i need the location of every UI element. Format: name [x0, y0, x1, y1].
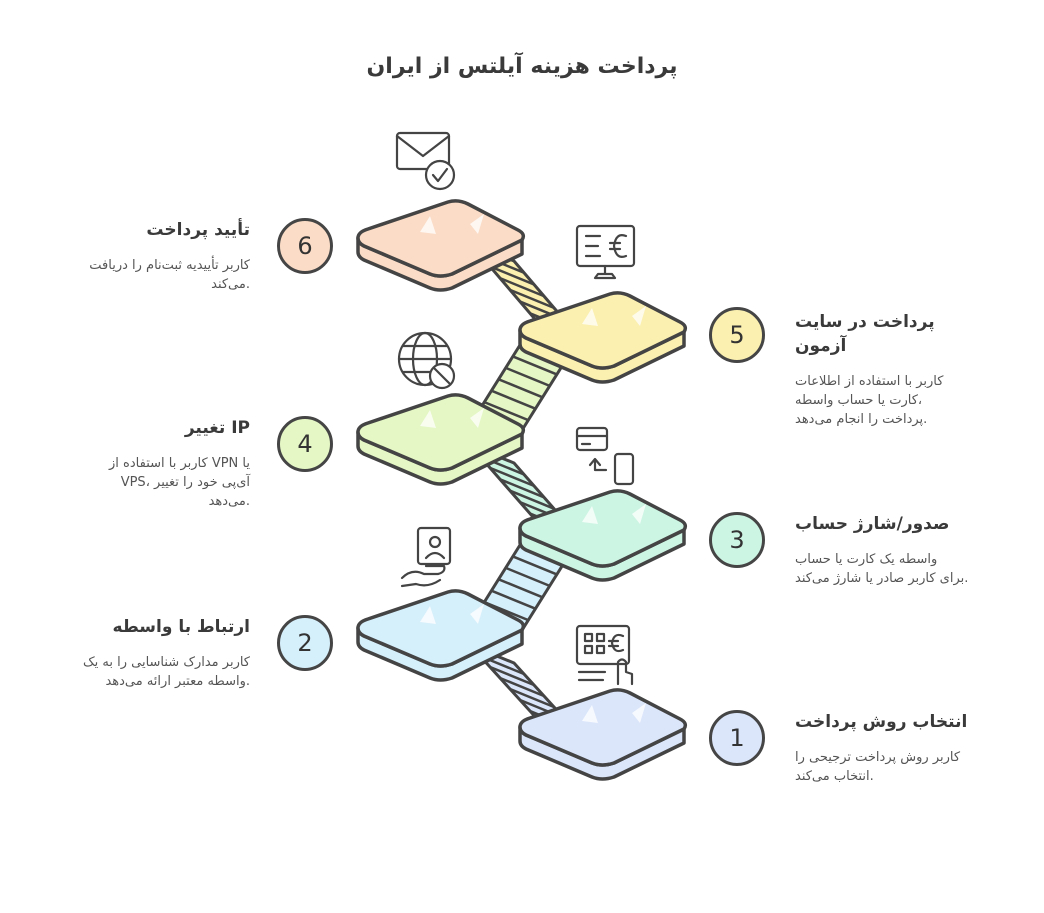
card-to-phone-icon	[575, 426, 635, 486]
step-2-desc: کاربر مدارک شناسایی را به یک .واسطه معتب…	[82, 655, 250, 689]
platform-3	[518, 489, 688, 582]
step-3-title: صدور/شارژ حساب	[795, 514, 950, 534]
euro-monitor-icon	[575, 224, 636, 280]
step-3-desc: واسطه یک کارت یا حساب .برای کاربر صادر ی…	[795, 552, 969, 586]
mail-check-icon	[395, 131, 456, 191]
step-5-badge: 5	[709, 307, 765, 363]
step-1-text: انتخاب روش پرداخت کاربر روش پرداخت ترجیح…	[795, 710, 985, 786]
platform-6	[356, 199, 526, 292]
icons-layer	[395, 131, 636, 686]
step-6-text: تأیید پرداخت کاربر تأییدیه ثبت‌نام را در…	[50, 218, 250, 294]
step-4-title: IP تغییر	[184, 418, 250, 438]
step-5-title: پرداخت در سایت آزمون	[795, 312, 935, 356]
step-3-badge: 3	[709, 512, 765, 568]
platforms-layer	[356, 199, 688, 781]
step-2-badge: 2	[277, 615, 333, 671]
step-5-desc: کاربر با استفاده از اطلاعات ،کارت یا حسا…	[795, 374, 944, 427]
step-4-text: IP تغییر یا VPN کاربر با استفاده از آی‌پ…	[50, 416, 250, 511]
step-2-text: ارتباط با واسطه کاربر مدارک شناسایی را ب…	[50, 615, 250, 691]
platform-1	[518, 688, 688, 781]
platform-2	[356, 589, 526, 682]
step-1-badge: 1	[709, 710, 765, 766]
step-6-title: تأیید پرداخت	[146, 220, 250, 240]
step-6-desc: کاربر تأییدیه ثبت‌نام را دریافت .می‌کند	[89, 258, 250, 292]
step-4-badge: 4	[277, 416, 333, 472]
platform-5	[518, 291, 688, 384]
id-card-hand-icon	[400, 526, 452, 588]
step-5-text: پرداخت در سایت آزمون کاربر با استفاده از…	[795, 310, 975, 429]
step-1-desc: کاربر روش پرداخت ترجیحی را .انتخاب می‌کن…	[795, 750, 961, 784]
payment-terminal-icon	[575, 624, 634, 686]
step-4-desc: یا VPN کاربر با استفاده از آی‌پی خود را …	[109, 456, 250, 509]
platform-4	[356, 393, 526, 486]
step-6-badge: 6	[277, 218, 333, 274]
step-3-text: صدور/شارژ حساب واسطه یک کارت یا حساب .بر…	[795, 512, 985, 588]
globe-blocked-icon	[397, 331, 456, 390]
step-2-title: ارتباط با واسطه	[112, 617, 250, 637]
step-1-title: انتخاب روش پرداخت	[795, 712, 968, 732]
page-title: پرداخت هزینه آیلتس از ایران	[366, 54, 678, 79]
